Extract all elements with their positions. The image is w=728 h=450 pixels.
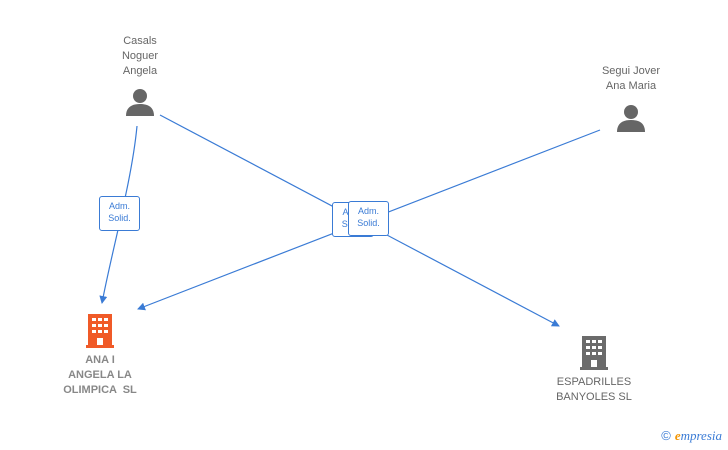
company-name: ESPADRILLES BANYOLES SL xyxy=(556,376,632,403)
company-name: ANA I ANGELA LA OLIMPICA SL xyxy=(63,354,137,396)
building-icon xyxy=(580,336,608,370)
person-icon xyxy=(126,89,154,116)
company-node-ana-i[interactable]: ANA I ANGELA LA OLIMPICA SL xyxy=(52,314,148,398)
person-icon xyxy=(617,105,645,132)
company-node-espadrilles[interactable]: ESPADRILLES BANYOLES SL xyxy=(544,336,644,405)
person-name: Segui Jover Ana Maria xyxy=(601,65,661,92)
person-name: Casals Noguer Angela xyxy=(121,35,159,77)
person-node-casals[interactable]: Casals Noguer Angela xyxy=(100,34,180,117)
empresia-logo: ©empresia xyxy=(661,428,722,443)
building-icon xyxy=(86,314,114,348)
relation-label[interactable]: Adm. Solid. xyxy=(348,201,389,236)
relation-label[interactable]: Adm. Solid. xyxy=(99,196,140,231)
person-node-segui[interactable]: Segui Jover Ana Maria xyxy=(586,64,676,133)
